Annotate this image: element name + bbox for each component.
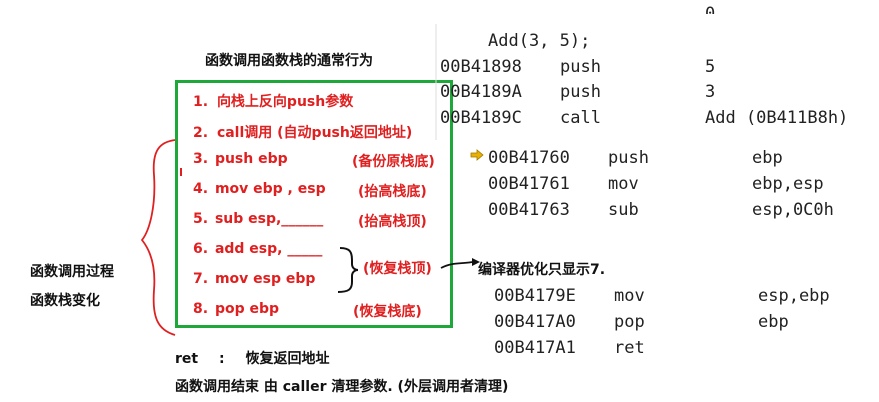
step-5-note: (抬高栈顶): [358, 214, 427, 230]
ret-line: ret : 恢复返回地址: [175, 348, 329, 368]
ret-colon: :: [218, 351, 225, 367]
step-text: pop ebp: [214, 301, 280, 317]
step-text: sub esp,______: [214, 211, 324, 227]
code-pro-addr-2: 00B41763: [488, 200, 570, 220]
code-pro-arg-1: ebp,esp: [752, 174, 824, 194]
ret-label: ret: [175, 351, 199, 367]
code-pro-op-1: mov: [608, 174, 639, 194]
step-text: push ebp: [214, 151, 288, 167]
step-number: 5.: [193, 211, 209, 227]
code-partial-top: 0__: [705, 4, 736, 14]
code-epi-op-0: mov: [614, 286, 645, 306]
step-number: 7.: [193, 271, 209, 287]
code-call-arg-0: 5: [705, 57, 716, 77]
step-3-note: (备份原栈底): [352, 154, 435, 170]
step-2: 2. call调用 (自动push返回地址): [193, 122, 412, 142]
step-7: 7. mov esp ebp: [193, 271, 315, 287]
step-3: 3. push ebp: [193, 151, 288, 167]
code-epi-op-2: ret: [614, 338, 645, 358]
code-call-addr-2: 00B4189C: [440, 108, 522, 128]
step-text: 向栈上反向push参数: [216, 94, 354, 110]
code-pro-op-0: push: [608, 148, 649, 168]
current-instruction-arrow-icon: [470, 149, 484, 161]
step-8-note: (恢复栈底): [353, 304, 422, 320]
side-label-stack-change: 函数栈变化: [30, 293, 100, 309]
step-8: 8. pop ebp: [193, 301, 279, 317]
code-pro-addr-0: 00B41760: [488, 148, 570, 168]
footer-note: 函数调用结束 由 caller 清理参数. (外层调用者清理): [175, 379, 509, 395]
step-5: 5. sub esp,______: [193, 211, 323, 227]
step-text: mov ebp , esp: [214, 181, 326, 197]
step-number: 4.: [193, 181, 209, 197]
restore-brace: [337, 247, 359, 293]
code-call-addr-0: 00B41898: [440, 57, 522, 77]
code-call-op-2: call: [560, 108, 601, 128]
compiler-arrow: [440, 261, 473, 269]
steps-box: [175, 80, 453, 328]
code-pro-addr-1: 00B41761: [488, 174, 570, 194]
step-4: 4. mov ebp , esp: [193, 181, 326, 197]
step-number: 2.: [193, 125, 209, 141]
code-epi-addr-2: 00B417A1: [494, 338, 576, 358]
code-pro-op-2: sub: [608, 200, 639, 220]
step-4-note: (抬高栈底): [358, 184, 427, 200]
ret-desc: 恢复返回地址: [245, 351, 330, 367]
step-text: call调用 (自动push返回地址): [216, 125, 413, 141]
code-call-addr-1: 00B4189A: [440, 82, 522, 102]
step-text: mov esp ebp: [214, 271, 316, 287]
compiler-arrow-head: [472, 258, 480, 266]
diagram-title: 函数调用函数栈的通常行为: [205, 53, 373, 69]
step-number: 6.: [193, 241, 209, 257]
step-1: 1. 向栈上反向push参数: [193, 91, 353, 111]
code-call-op-0: push: [560, 57, 601, 77]
step-text: add esp, _____: [214, 241, 323, 257]
code-epi-arg-0: esp,ebp: [758, 286, 830, 306]
code-epi-arg-1: ebp: [758, 312, 789, 332]
code-epi-addr-1: 00B417A0: [494, 312, 576, 332]
process-brace: [140, 139, 176, 336]
code-epi-op-1: pop: [614, 312, 645, 332]
compiler-note: 编译器优化只显示7.: [478, 262, 606, 278]
step-number: 3.: [193, 151, 209, 167]
restore-top-note: (恢复栈顶): [363, 261, 432, 277]
code-epi-addr-0: 00B4179E: [494, 286, 576, 306]
step-number: 1.: [193, 94, 209, 110]
step-6: 6. add esp, _____: [193, 241, 322, 257]
code-pro-arg-0: ebp: [752, 148, 783, 168]
code-call-header: Add(3, 5);: [488, 31, 591, 51]
step-number: 8.: [193, 301, 209, 317]
code-call-arg-2: Add (0B411B8h): [705, 108, 849, 128]
code-pro-arg-2: esp,0C0h: [752, 200, 834, 220]
side-label-process: 函数调用过程: [30, 264, 114, 280]
code-call-op-1: push: [560, 82, 601, 102]
code-call-arg-1: 3: [705, 82, 716, 102]
